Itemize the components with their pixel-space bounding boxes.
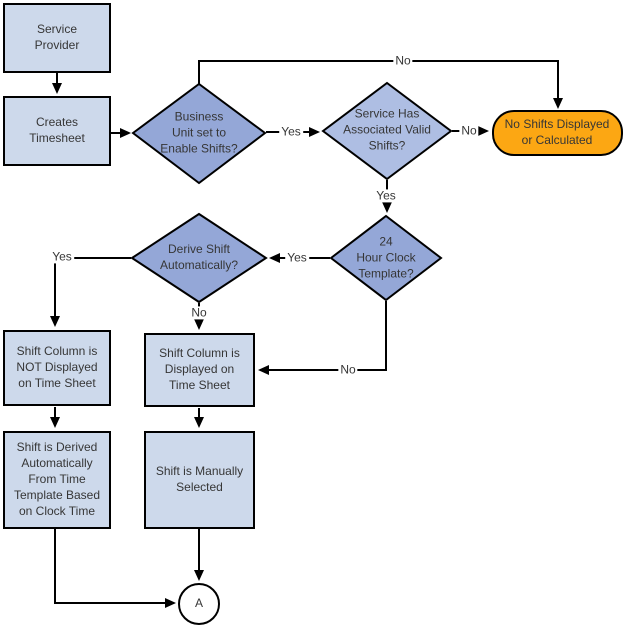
process-service-provider-label: Service Provider bbox=[34, 22, 80, 52]
edge-label-valid-shifts-yes: Yes bbox=[374, 188, 398, 203]
process-column-displayed: Shift Column is Displayed on Time Sheet bbox=[144, 333, 255, 407]
edge-label-clock-template-yes: Yes bbox=[285, 250, 309, 265]
connector-business-unit-no-shifts bbox=[198, 60, 563, 109]
connector-derived-a bbox=[54, 529, 176, 608]
decision-derive-auto-shape bbox=[130, 212, 268, 304]
edge-label-business-unit-yes: Yes bbox=[279, 124, 303, 139]
decision-clock-template-shape bbox=[329, 214, 443, 302]
process-shift-derived-label: Shift is Derived Automatically From Time… bbox=[13, 440, 101, 518]
process-shift-manual: Shift is Manually Selected bbox=[144, 431, 255, 529]
process-column-not-displayed-label: Shift Column is NOT Displayed on Time Sh… bbox=[16, 344, 98, 390]
process-column-not-displayed: Shift Column is NOT Displayed on Time Sh… bbox=[3, 330, 111, 406]
decision-business-unit-shape bbox=[131, 82, 267, 185]
offpage-connector-a-shape bbox=[178, 583, 220, 625]
connector-clock-template-displayed bbox=[258, 301, 387, 375]
decision-valid-shifts-shape bbox=[321, 81, 453, 181]
connector-derive-not-displayed bbox=[50, 257, 131, 327]
edge-label-business-unit-no: No bbox=[393, 53, 413, 68]
edge-label-clock-template-no: No bbox=[338, 362, 358, 377]
process-shift-manual-label: Shift is Manually Selected bbox=[155, 464, 244, 494]
process-service-provider: Service Provider bbox=[3, 3, 111, 73]
edge-label-derive-auto-yes: Yes bbox=[50, 249, 74, 264]
connectors bbox=[50, 60, 563, 608]
process-creates-timesheet-label: Creates Timesheet bbox=[29, 115, 85, 145]
edge-label-derive-auto-no: No bbox=[189, 305, 209, 320]
process-column-displayed-label: Shift Column is Displayed on Time Sheet bbox=[159, 346, 240, 392]
process-shift-derived: Shift is Derived Automatically From Time… bbox=[3, 431, 111, 529]
terminal-no-shifts-shape bbox=[492, 110, 623, 156]
edge-label-valid-shifts-no: No bbox=[459, 123, 479, 138]
process-creates-timesheet: Creates Timesheet bbox=[3, 96, 111, 166]
